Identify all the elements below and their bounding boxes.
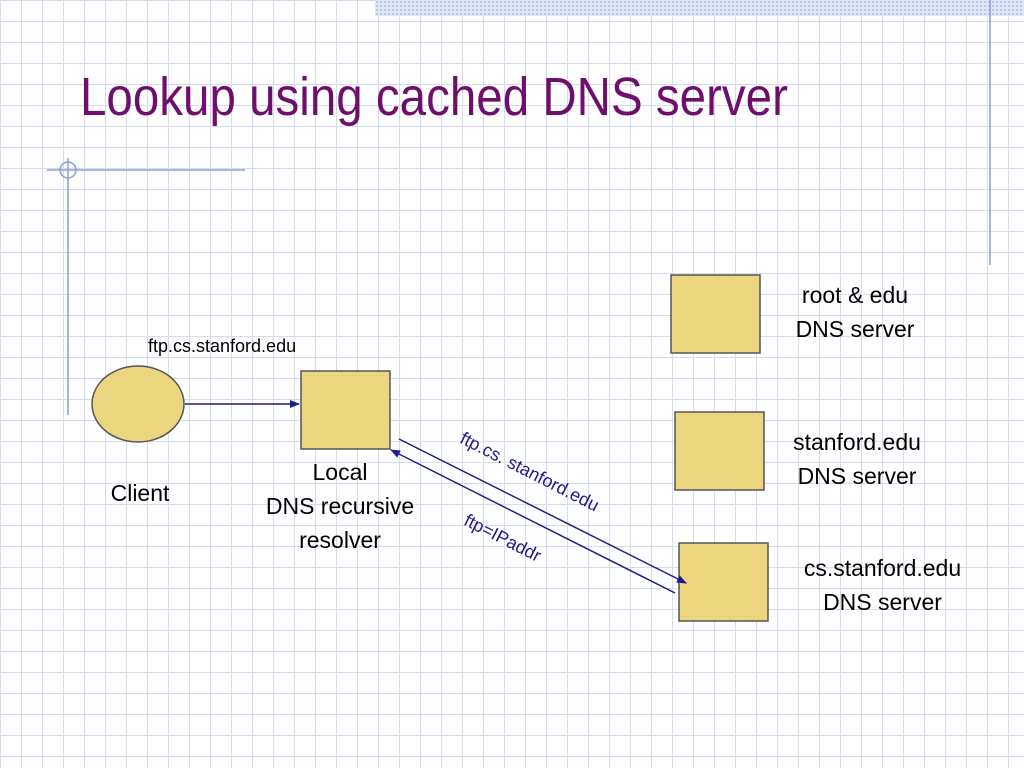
stanford-server-label-line2: DNS server: [797, 463, 917, 489]
local-resolver-label: Local DNS recursive resolver: [230, 455, 450, 557]
cs-server-node: [678, 542, 769, 622]
root-server-label: root & edu DNS server: [770, 278, 940, 346]
stanford-server-node: [674, 411, 765, 491]
stanford-server-label-line1: stanford.edu: [793, 429, 921, 455]
slide-title: Lookup using cached DNS server: [80, 67, 788, 127]
stanford-server-label: stanford.edu DNS server: [772, 425, 942, 493]
local-resolver-node: [300, 370, 391, 450]
local-resolver-label-line3: resolver: [299, 527, 381, 553]
local-resolver-label-line2: DNS recursive: [265, 493, 415, 519]
decorative-header-band: [375, 0, 1024, 16]
client-node: [91, 365, 185, 443]
client-label: Client: [110, 480, 170, 506]
cs-to-resolver-arrow: [390, 449, 676, 594]
client-query-label: ftp.cs.stanford.edu: [148, 336, 297, 356]
cs-server-label-line1: cs.stanford.edu: [803, 555, 962, 581]
resolver-to-cs-arrow: [398, 438, 687, 584]
decorative-lines: [47, 0, 991, 415]
local-resolver-label-line1: Local: [312, 459, 368, 485]
root-server-label-line1: root & edu: [801, 282, 909, 308]
root-server-node: [670, 274, 761, 354]
cs-server-label-line2: DNS server: [823, 589, 942, 615]
cs-server-label: cs.stanford.edu DNS server: [780, 551, 985, 619]
root-server-label-line2: DNS server: [795, 316, 915, 342]
